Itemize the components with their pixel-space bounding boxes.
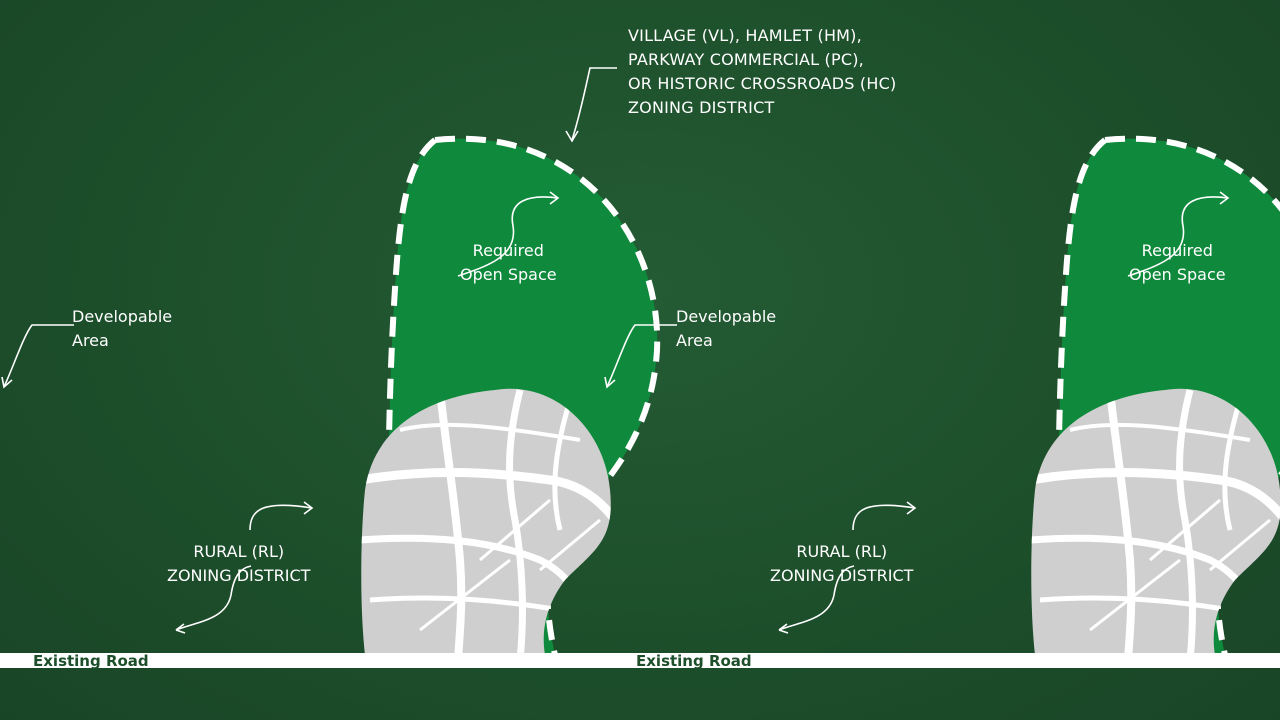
open-space-label-line-2: Open Space	[460, 265, 557, 284]
zoning-label-line-2: PARKWAY COMMERCIAL (PC),	[628, 50, 864, 69]
curved-arrow-icon	[565, 67, 617, 143]
rural-label-line-1: RURAL (RL)	[193, 542, 285, 561]
rural-label-line-1: RURAL (RL)	[796, 542, 888, 561]
developable-label-line-1: Developable	[676, 307, 777, 326]
curved-arrow-icon	[249, 501, 917, 531]
open-space-label: Required Open Space	[460, 239, 557, 287]
existing-road	[0, 653, 1280, 668]
developable-area-parcel	[1030, 389, 1280, 660]
district-panel-3	[1030, 139, 1280, 660]
district-panel-2	[360, 139, 657, 660]
developable-label-line-2: Area	[676, 331, 713, 350]
developable-label-line-2: Area	[72, 331, 109, 350]
developable-area-parcel	[360, 389, 615, 660]
open-space-label-line-1: Required	[472, 241, 544, 260]
open-space-label: Required Open Space	[1129, 239, 1226, 287]
rural-district-label: RURAL (RL) ZONING DISTRICT	[770, 540, 913, 588]
existing-road-label: Existing Road	[33, 652, 149, 670]
zoning-label-line-3: OR HISTORIC CROSSROADS (HC)	[628, 74, 897, 93]
developable-area-label: Developable Area	[676, 305, 776, 353]
zoning-label-line-4: ZONING DISTRICT	[628, 98, 775, 117]
zoning-district-label: VILLAGE (VL), HAMLET (HM), PARKWAY COMME…	[628, 24, 896, 120]
open-space-label-line-2: Open Space	[1129, 265, 1226, 284]
open-space-label-line-1: Required	[1141, 241, 1213, 260]
rural-label-line-2: ZONING DISTRICT	[770, 566, 914, 585]
developable-label-line-1: Developable	[72, 307, 173, 326]
curved-arrow-icon	[1, 324, 75, 388]
zoning-label-line-1: VILLAGE (VL), HAMLET (HM),	[628, 26, 862, 45]
rural-district-label: RURAL (RL) ZONING DISTRICT	[167, 540, 310, 588]
developable-area-label: Developable Area	[72, 305, 172, 353]
rural-label-line-2: ZONING DISTRICT	[167, 566, 311, 585]
existing-road-label: Existing Road	[636, 652, 752, 670]
